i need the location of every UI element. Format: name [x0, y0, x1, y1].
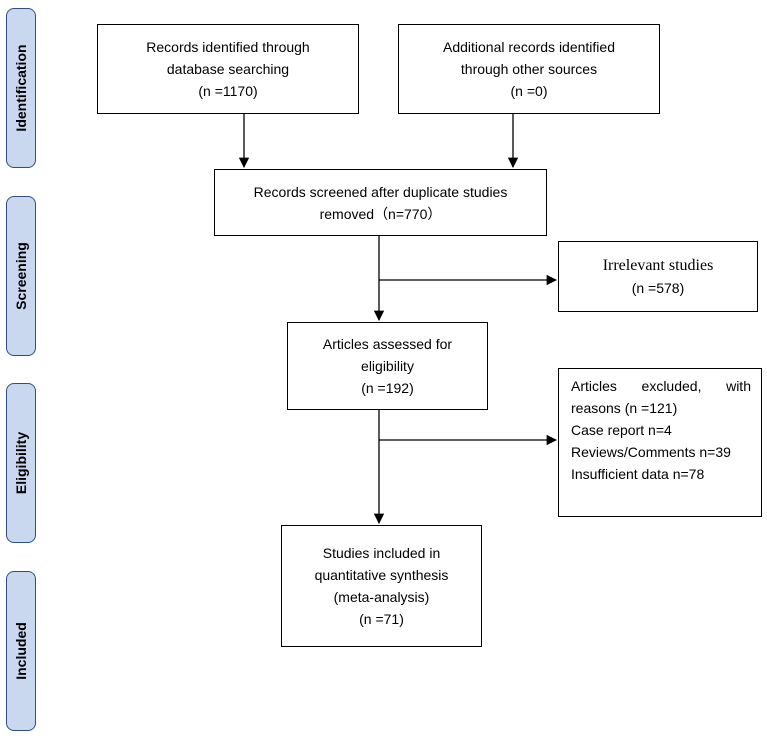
assessed-line3: (n =192) [361, 380, 414, 396]
assessed-line1: Articles assessed for [322, 336, 453, 352]
database-line1: Records identified through [146, 39, 310, 55]
box-records-screened: Records screened after duplicate studies… [214, 169, 547, 236]
stage-screening: Screening [6, 196, 36, 356]
box-other-sources: Additional records identified through ot… [398, 24, 660, 114]
screened-line1: Records screened after duplicate studies [253, 183, 508, 200]
box-irrelevant-studies: Irrelevant studies (n =578) [558, 241, 758, 312]
box-studies-included: Studies included in quantitative synthes… [281, 525, 482, 647]
database-line3: (n =1170) [198, 83, 258, 99]
excluded-line2: reasons (n =121) [571, 400, 678, 416]
included-line3: (meta-analysis) [333, 589, 430, 605]
excluded-line5: Insufficient data n=78 [571, 466, 705, 482]
stage-included: Included [6, 571, 36, 731]
stage-identification: Identification [6, 8, 36, 168]
screened-line2: removed（n=770） [319, 205, 442, 222]
other-line3: (n =0) [510, 83, 548, 99]
other-line2: through other sources [460, 61, 598, 77]
box-articles-excluded: Articles excluded, with reasons (n =121)… [558, 368, 762, 517]
assessed-line2: eligibility [361, 358, 414, 374]
stage-eligibility: Eligibility [6, 383, 36, 543]
irrelevant-line1: Irrelevant studies [602, 256, 714, 274]
database-line2: database searching [166, 61, 290, 77]
excluded-line1: Articles excluded, with [571, 378, 751, 394]
excluded-line4: Reviews/Comments n=39 [571, 444, 731, 460]
included-line1: Studies included in [322, 545, 441, 561]
irrelevant-line2: (n =578) [631, 279, 685, 296]
included-line4: (n =71) [359, 611, 404, 627]
excluded-line3: Case report n=4 [571, 422, 672, 438]
included-line2: quantitative synthesis [314, 567, 449, 583]
box-database-records: Records identified through database sear… [97, 24, 359, 114]
other-line1: Additional records identified [443, 39, 615, 55]
box-articles-assessed: Articles assessed for eligibility (n =19… [287, 322, 488, 410]
